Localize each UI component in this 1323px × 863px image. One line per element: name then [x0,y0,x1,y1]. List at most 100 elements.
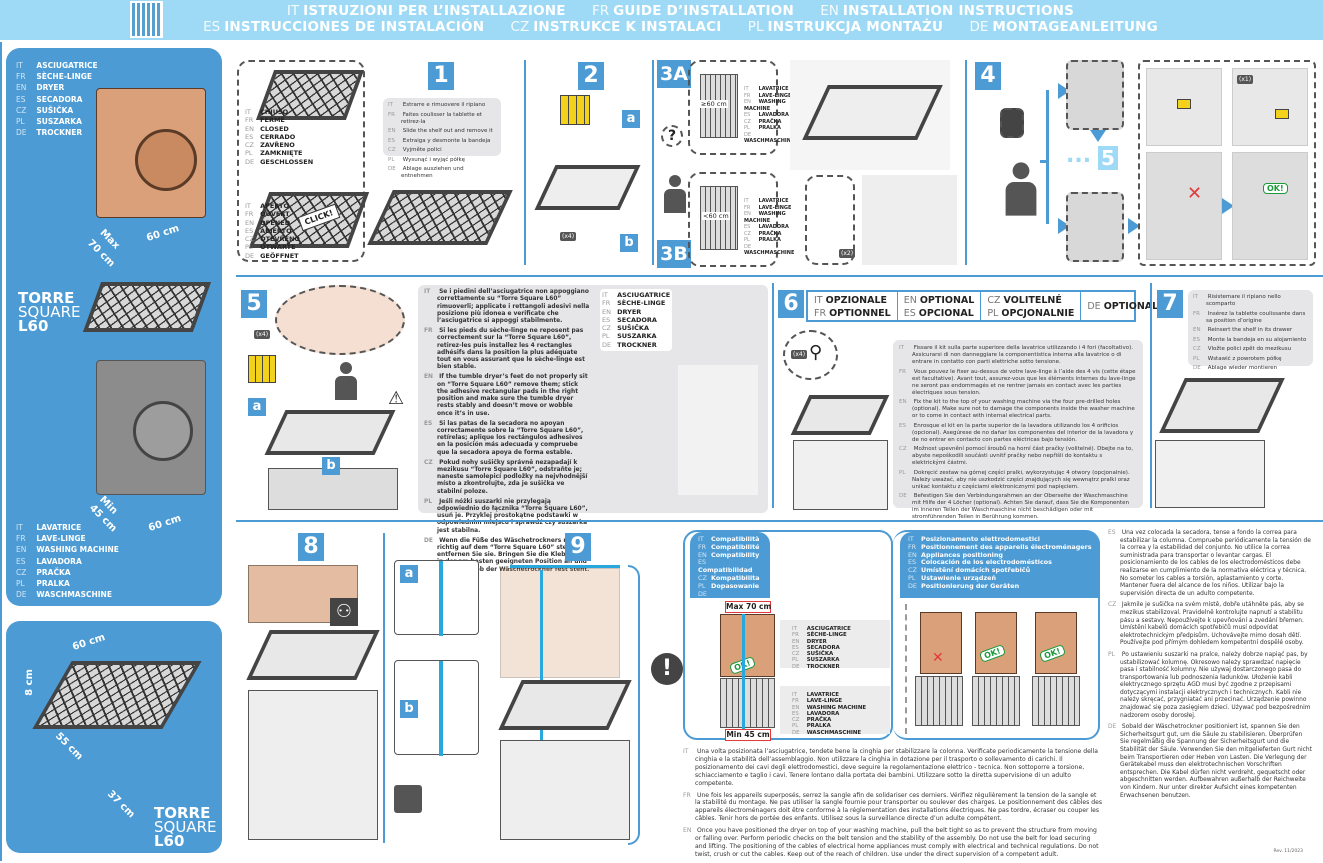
lang-code: CZ [744,118,751,125]
lang-entry-it: IT APERTO [245,202,300,210]
hand-tighten-icon [394,785,422,813]
lang-entry-it: IT ASCIUGATRICE [16,60,98,71]
lang-code: CZ [1193,346,1201,352]
lang-entry-fr: FR SÈCHE-LINGE [792,632,851,638]
lang-code: ES [16,94,26,104]
divider [965,60,967,265]
lang-code: IT [388,102,393,108]
adhesive-pads-icon [560,95,590,125]
washer-row-bg [780,686,890,734]
lang-entry-cz: CZ SUŠIČKA [602,324,670,332]
lang-entry-de: DE WASCHMASCHINE [16,589,119,600]
lang-code: PL [602,332,610,341]
qr-code[interactable] [130,1,163,38]
optional-de: OPTIONAL [1103,300,1159,312]
lang-code: DE [899,493,907,499]
lang-code: DE [388,166,396,172]
divider [383,533,385,843]
sidebar-shelf-panel: 60 cm 8 cm 55 cm 37 cm TORRE SQUARE L60 [6,621,222,853]
lang-entry-en: EN Appliances positioning [908,551,1092,560]
lang-entry-en: EN WASHING MACHINE [744,99,794,112]
lang-text: Se i piedini dell’asciugatrice non appog… [437,289,590,325]
max-width-label: Max 70 cm [725,601,772,613]
dim-shelf-height: 8 cm [23,669,35,696]
lang-code: EN [245,124,254,133]
lang-entry-fr: FR Une fois les appareils superposés, se… [683,792,1103,824]
bracket-line [628,565,640,845]
lang-code: EN [792,638,800,645]
lang-code: ES [792,644,799,651]
lang-code: IT [245,202,251,210]
lang-text: LAVADORA [36,556,82,566]
strap [742,614,745,730]
arrow-down-icon [1090,130,1106,142]
lang-text: Možnost upevnění pomocí šroubů na horní … [912,446,1133,466]
lang-entry-es: ES LAVADORA [16,556,119,567]
lang-text: GESCHLOSSEN [260,157,314,166]
lang-entry-de: DE TROCKNER [16,127,98,138]
goto-step-5-badge[interactable]: 5 [1098,146,1118,170]
lang-entry-fr: FR Faites coulisser la tablette et retir… [388,112,496,126]
lang-entry-cz: CZ Jakmile je sušička na svém místě, dob… [1108,602,1313,648]
lang-entry-pl: PL SUSZARKA [602,332,670,340]
lang-code: DE [1193,365,1201,371]
lang-entry-fr: FR Si les pieds du sèche-linge ne repose… [424,328,590,372]
lang-text: Pokud nohy sušičky správně nezapadají k … [437,459,588,495]
lang-text: ZAVŘENO [260,141,295,150]
lang-entry-es: ES SECADORA [602,316,670,324]
washer-illustration [793,440,888,510]
lang-code: IT [424,289,431,295]
lang-entry-cz: CZ ZAVŘENO [245,141,313,149]
lang-entry-cz: CZ Vložte polici zpět do mezikusu [1193,346,1308,353]
lang-text: CERRADO [260,132,296,141]
lang-entry-en: EN OPENED [245,219,300,227]
lang-text: WASCHMASCHINE [744,138,795,144]
lang-code: EN [16,83,27,93]
washer-illustration [248,690,378,840]
lang-text: WASCHMASCHINE [806,729,862,736]
dryer-door [135,129,197,191]
lang-entry-pl: PL ZAMKNIĘTE [245,149,313,157]
lang-code: ES [908,558,917,567]
lang-text: WASCHMASCHINE [744,250,795,256]
lang-text: SECADORA [806,644,840,651]
lang-entry-fr: FR OUVERT [245,210,300,218]
washer-illustration [972,676,1020,726]
lang-entry-pl: PL PRALKA [16,578,119,589]
lang-code: CZ [245,235,254,244]
lang-text: SÈCHE-LINGE [36,72,93,82]
product-name-line3: L60 [154,832,185,850]
lang-entry-de: DE WASCHMASCHINE [792,730,866,736]
lang-code: ES [899,422,906,429]
lang-entry-cz: CZ Kompatibilita [698,574,762,583]
lang-text: Risistemare il ripiano nello scomparto [1206,294,1281,307]
lang-text: Fix the kit to the top of your washing m… [912,399,1135,419]
person-icon [1005,162,1037,216]
step1-shelf-illustration [367,190,513,245]
lang-entry-pl: PL Jeśli nóżki suszarki nie przylegają o… [424,499,590,535]
two-person-lift-icon: ⚇ [330,598,358,626]
lang-code: DE [744,243,752,250]
washer-illustration [1155,440,1265,508]
lang-text: LAVATRICE [758,86,789,92]
header-title-pl: INSTRUKCJA MONTAŻU [767,19,944,35]
lang-entry-cz: CZ Vyjměte polici [388,147,496,154]
lang-entry-en: EN DRYER [16,82,98,93]
lang-text: Compatibilità [711,535,760,543]
drawer-option-2 [1066,192,1124,262]
lang-code: EN [1193,327,1201,333]
screw-icon: ⚲ [809,342,823,363]
optional-en: OPTIONAL [919,295,975,306]
lang-entry-de: DE Positionierung der Geräten [908,582,1092,591]
dryer-offset-illustration [920,612,962,674]
dryer-row-bg [780,620,890,668]
lang-entry-de: DE Sobald der Wäschetrockner positionier… [1108,724,1313,800]
lang-text: Wstawić z powrotem półkę [1207,355,1282,362]
lang-text: Si les pieds du sèche-linge ne reposent … [437,327,585,371]
step-3a-badge: 3A [657,60,691,88]
lang-entry-en: EN Reinsert the shelf in its drawer [1193,327,1308,334]
